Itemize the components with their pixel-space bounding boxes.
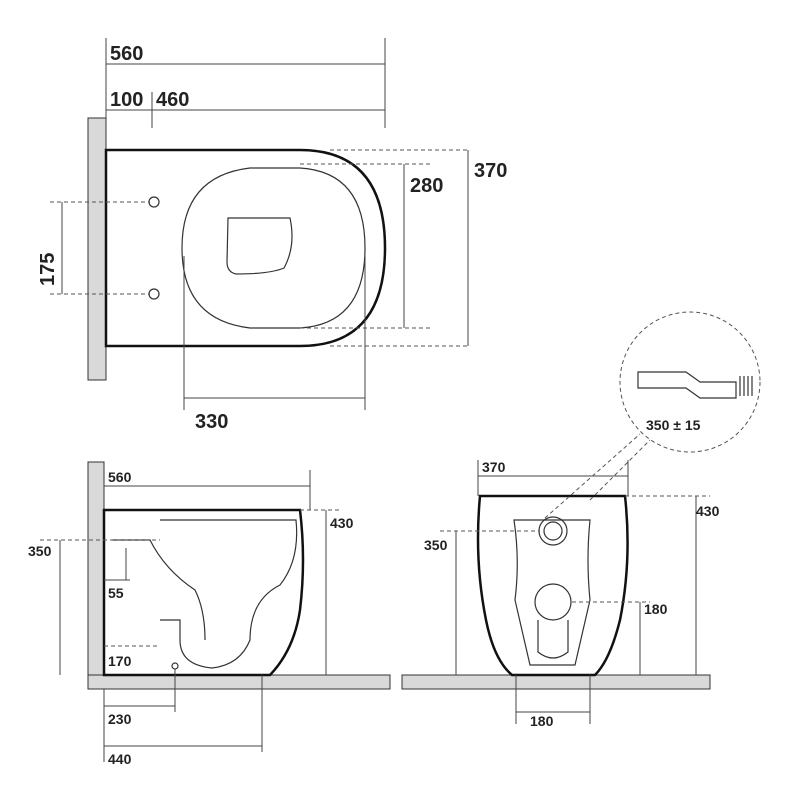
detail-circle: [619, 311, 761, 453]
side-view: 560 430 350 55 170 230 440: [28, 461, 391, 767]
dim-180-width: 180: [530, 713, 554, 729]
dim-175: 175: [37, 253, 59, 286]
dim-280: 280: [410, 175, 443, 197]
dim-170: 170: [108, 653, 132, 669]
dim-430-side: 430: [330, 515, 354, 531]
side-body-outline: [102, 508, 305, 677]
dim-460: 460: [156, 89, 189, 111]
dim-330: 330: [195, 411, 228, 433]
dim-55: 55: [108, 585, 124, 601]
side-trap: [160, 519, 298, 669]
front-floor: [401, 674, 711, 690]
top-drain: [226, 217, 293, 275]
dim-370-front: 370: [482, 459, 506, 475]
detail-label: 350 ± 15: [646, 417, 701, 433]
top-bowl-outline: [104, 148, 387, 348]
front-inner-outline: [513, 519, 591, 666]
dim-100: 100: [110, 89, 143, 111]
top-wall: [87, 117, 107, 381]
front-inlet-inner: [543, 521, 563, 541]
front-outlet-channel: [537, 620, 569, 659]
front-outlet: [534, 583, 572, 621]
connector-pipe: [637, 371, 737, 399]
dim-350-side: 350: [28, 543, 52, 559]
dim-180-height: 180: [644, 601, 668, 617]
dim-560-side: 560: [108, 469, 132, 485]
front-view: 370 430 350 180 180: [401, 459, 720, 729]
side-floor: [87, 674, 391, 690]
dim-370-top: 370: [474, 160, 507, 182]
dim-230: 230: [108, 711, 132, 727]
dim-350-front: 350: [424, 537, 448, 553]
dim-440: 440: [108, 751, 132, 767]
detail-callout: 350 ± 15: [544, 311, 761, 519]
side-wall: [87, 461, 105, 676]
dim-430-front: 430: [696, 503, 720, 519]
top-bowl-rim: [181, 167, 366, 329]
top-view: 560 100 460 370 280 175 330: [37, 38, 507, 433]
front-body-outline: [476, 494, 629, 677]
dim-560-top: 560: [110, 43, 143, 65]
side-inner-curve: [112, 539, 206, 641]
